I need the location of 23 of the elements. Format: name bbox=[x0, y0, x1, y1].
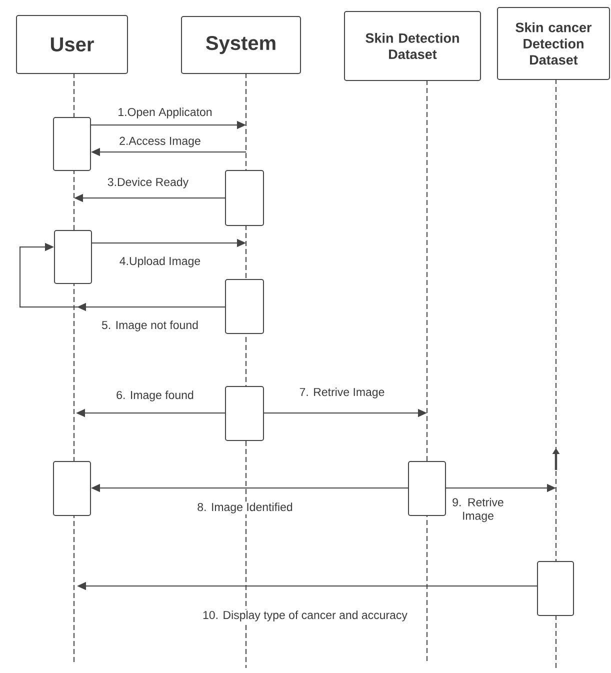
activation-box bbox=[225, 170, 264, 226]
message-arrow bbox=[20, 242, 226, 312]
edge-label: 10. Display type of cancer and accuracy bbox=[203, 610, 408, 622]
activation-box bbox=[53, 117, 91, 171]
edge-label: 6. Image found bbox=[116, 390, 194, 402]
edge-label: 7. Retrive Image bbox=[300, 388, 384, 398]
activation-box bbox=[53, 461, 91, 516]
activation-box bbox=[408, 461, 446, 516]
activation-box bbox=[537, 561, 574, 616]
lifeline-head-box: Skin Detection Dataset bbox=[344, 11, 481, 81]
edge-label: 3.Device Ready bbox=[108, 178, 189, 188]
activation-box bbox=[54, 230, 92, 284]
activation-box bbox=[225, 386, 264, 441]
edge-label: 2.Access Image bbox=[120, 136, 200, 148]
lifeline-head-box: User bbox=[16, 15, 128, 74]
edge-label: 1.Open Applicaton bbox=[118, 108, 212, 118]
edge-label: 4.Upload Image bbox=[120, 256, 200, 268]
lifeline-head-box: Skin cancer Detection Dataset bbox=[497, 7, 610, 80]
lifeline-head-box: System bbox=[181, 16, 301, 74]
activation-box bbox=[225, 279, 264, 334]
edge-label: 8. Image Identified bbox=[198, 502, 292, 514]
edge-label: 5. Image not found bbox=[102, 320, 198, 332]
edge-label: 9. Retrive Image bbox=[452, 498, 504, 522]
